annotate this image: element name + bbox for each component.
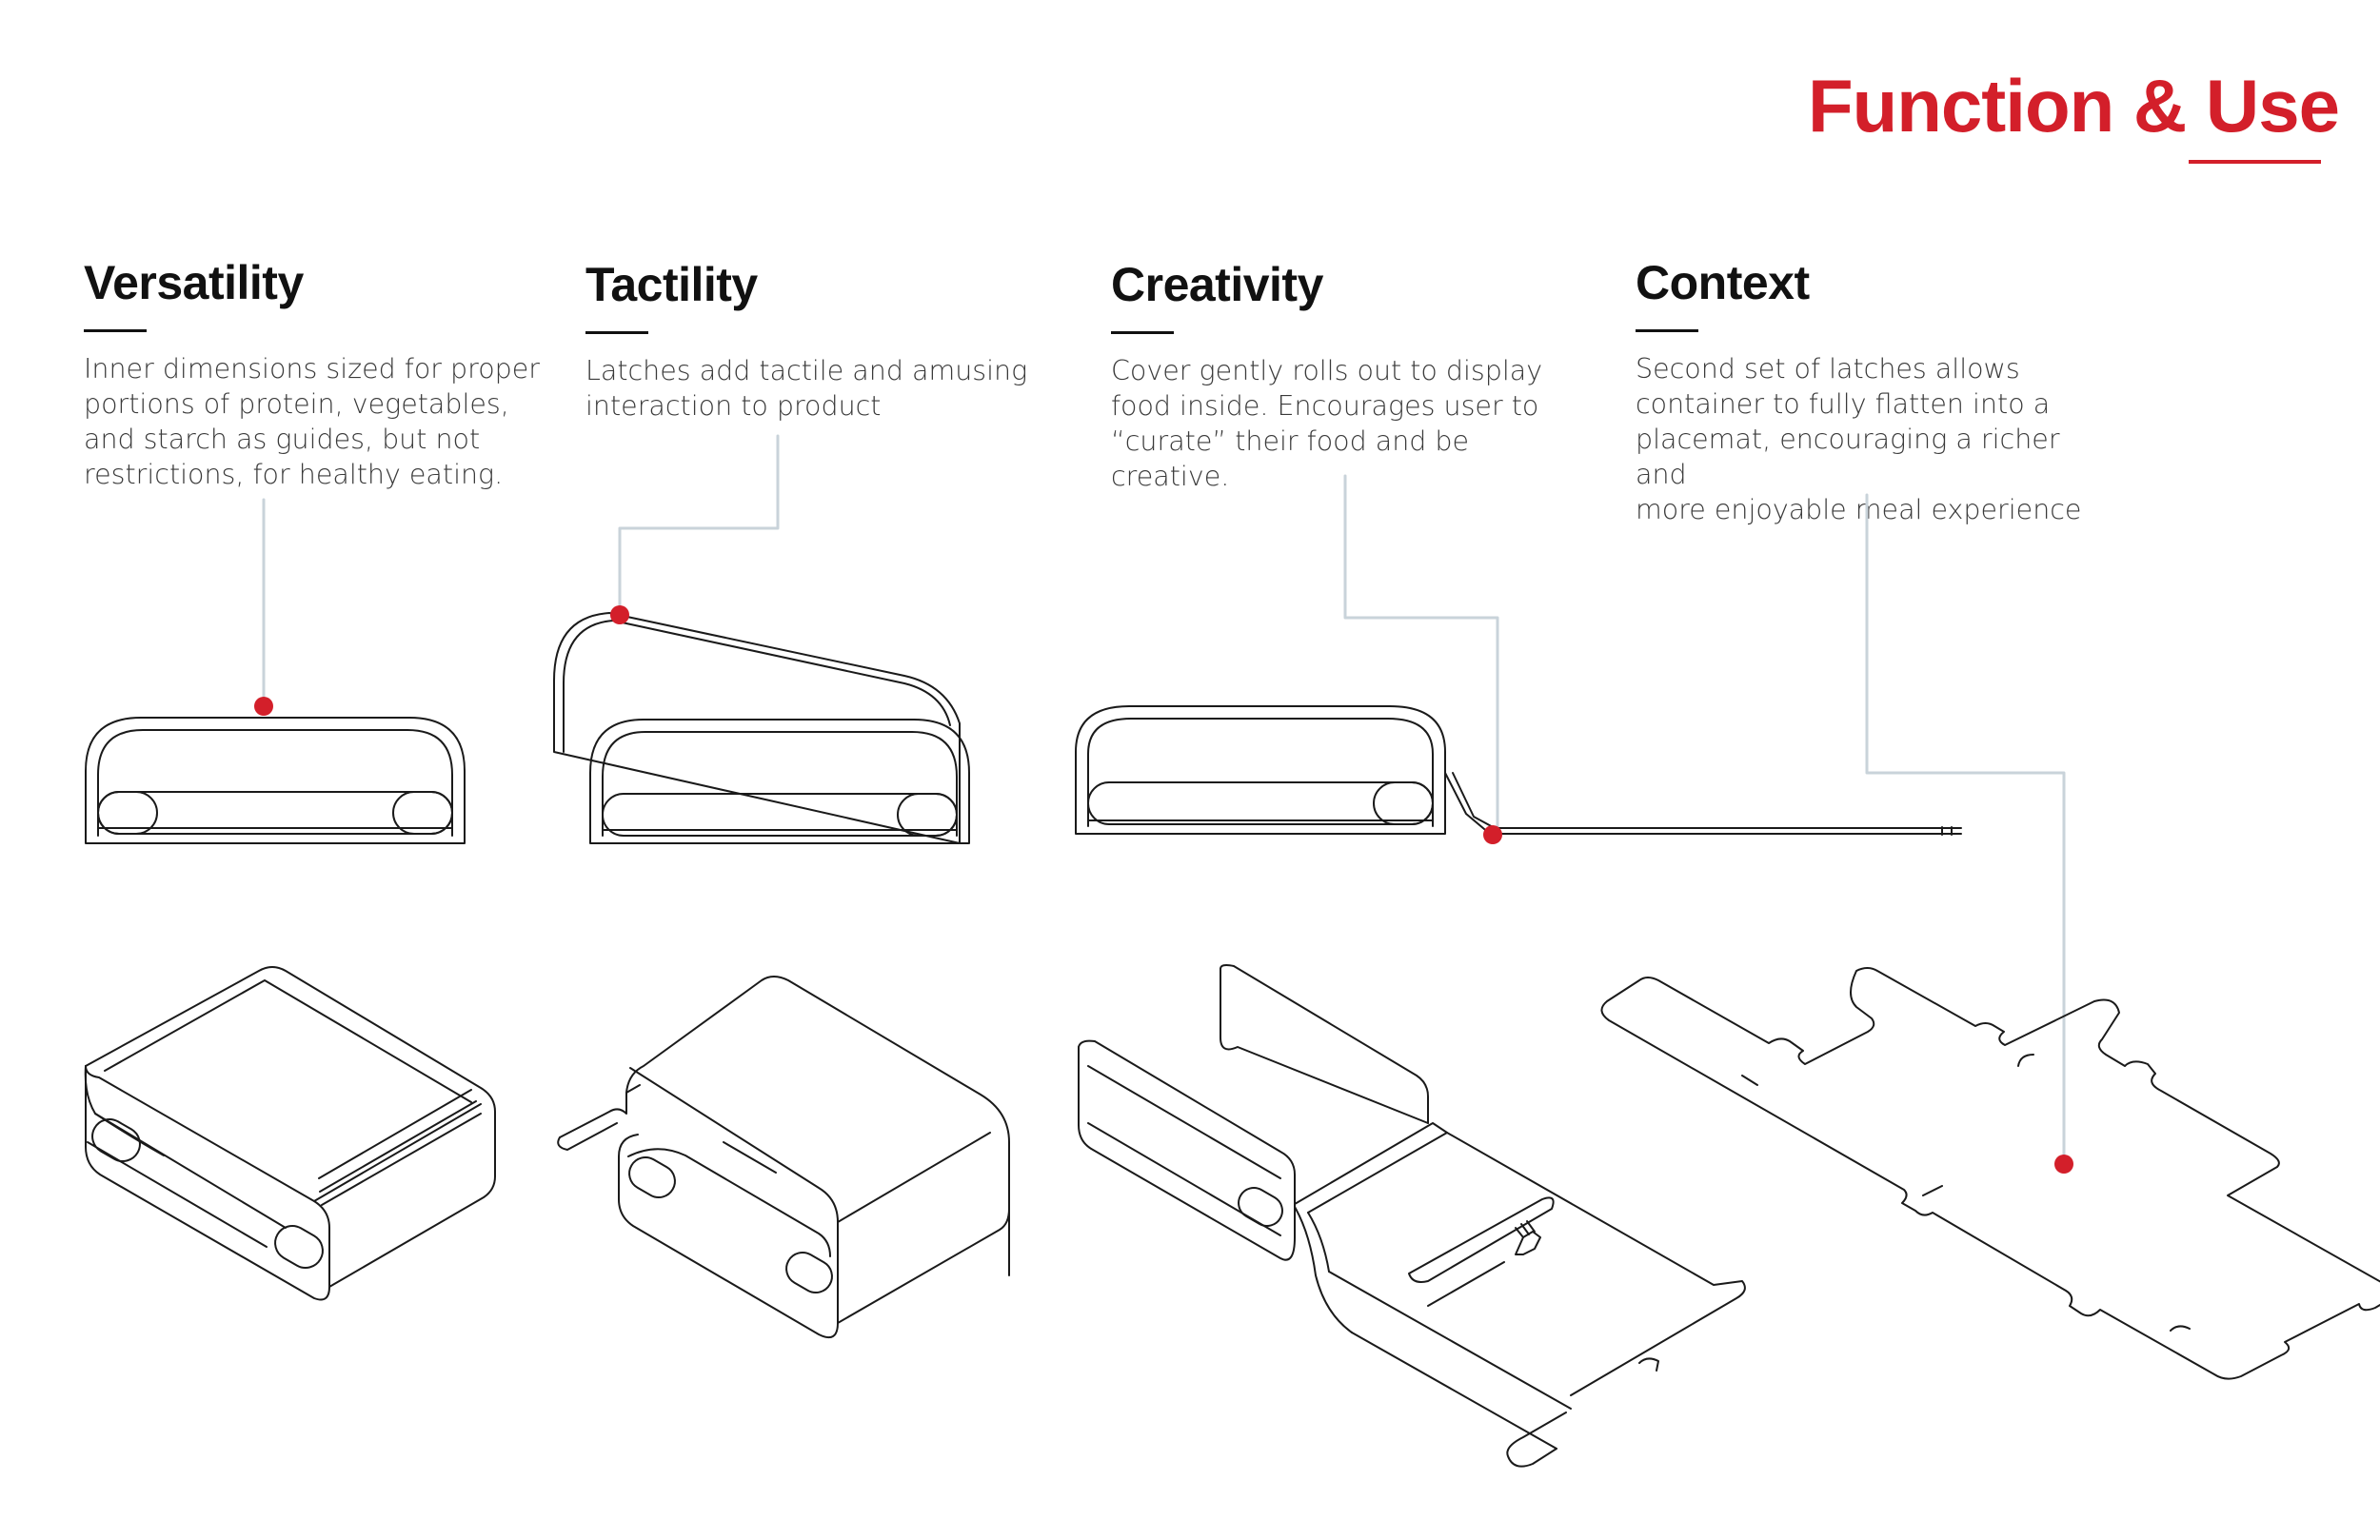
section-versatility: Versatility Inner dimensions sized for p…	[84, 255, 560, 492]
section-body: Cover gently rolls out to display food i…	[1111, 355, 1543, 492]
marker-dot	[610, 605, 629, 624]
title-underline	[2189, 160, 2321, 164]
marker-dot	[254, 697, 273, 716]
heading-rule	[1111, 331, 1174, 334]
container-open-iso	[1078, 964, 1746, 1468]
section-heading: Creativity	[1111, 258, 1323, 311]
heading-rule	[1636, 329, 1698, 332]
heading-rule	[585, 331, 648, 334]
leader-creativity	[1343, 474, 1499, 837]
marker-dot	[1483, 825, 1502, 844]
leader-tactility	[618, 434, 780, 617]
section-heading: Versatility	[84, 256, 304, 309]
page-title: Function & Use	[1807, 64, 2340, 148]
section-heading: Tactility	[585, 258, 758, 311]
leader-lines	[262, 434, 2066, 1166]
section-body: Latches add tactile and amusing interact…	[585, 355, 1028, 422]
container-open-side	[1075, 705, 1962, 836]
section-tactility: Tactility Latches add tactile and amusin…	[585, 257, 1061, 424]
section-creativity: Creativity Cover gently rolls out to dis…	[1111, 257, 1587, 494]
placemat-flat	[1600, 967, 2380, 1380]
container-latch-side	[553, 612, 970, 844]
marker-dot	[2054, 1155, 2073, 1174]
heading-rule	[84, 329, 147, 332]
section-context: Context Second set of latches allows con…	[1636, 255, 2112, 527]
section-body: Inner dimensions sized for proper portio…	[84, 353, 541, 490]
container-latch-iso	[557, 976, 1010, 1338]
leader-context	[1865, 493, 2066, 1166]
container-closed-side	[85, 717, 466, 844]
section-body: Second set of latches allows container t…	[1636, 353, 2082, 525]
section-heading: Context	[1636, 256, 1810, 309]
container-closed-iso	[84, 966, 496, 1301]
